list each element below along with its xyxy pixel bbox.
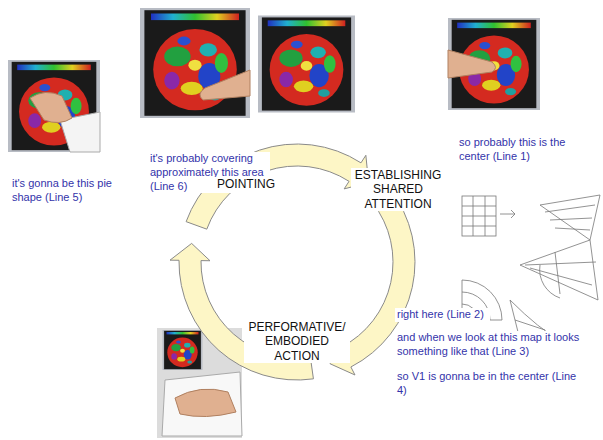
brain-map-photo <box>258 16 355 113</box>
stage-label: ESTABLISHING SHARED ATTENTION <box>351 168 446 211</box>
hand <box>30 92 72 122</box>
pointing-hand <box>200 70 250 100</box>
transcript-caption: so probably this is the center (Line 1) <box>457 136 572 164</box>
transcript-caption: so V1 is gonna be in the center (Line 4) <box>395 370 583 398</box>
stage-label: POINTING <box>213 177 280 191</box>
transcript-caption: it's gonna be this pie shape (Line 5) <box>10 177 118 205</box>
brain-map-photo <box>448 18 540 110</box>
hand <box>175 389 236 416</box>
stage-label: PERFORMATIVE/ EMBODIED ACTION <box>244 320 350 363</box>
brain-map-photo <box>8 60 100 152</box>
brain-map-photo <box>163 330 203 370</box>
transcript-caption: and when we look at this map it looks so… <box>395 331 586 359</box>
transcript-caption: right here (Line 2) <box>395 308 490 322</box>
paper-sheet <box>162 372 242 436</box>
pointing-hand <box>448 50 496 78</box>
brain-map-photo <box>140 8 250 118</box>
